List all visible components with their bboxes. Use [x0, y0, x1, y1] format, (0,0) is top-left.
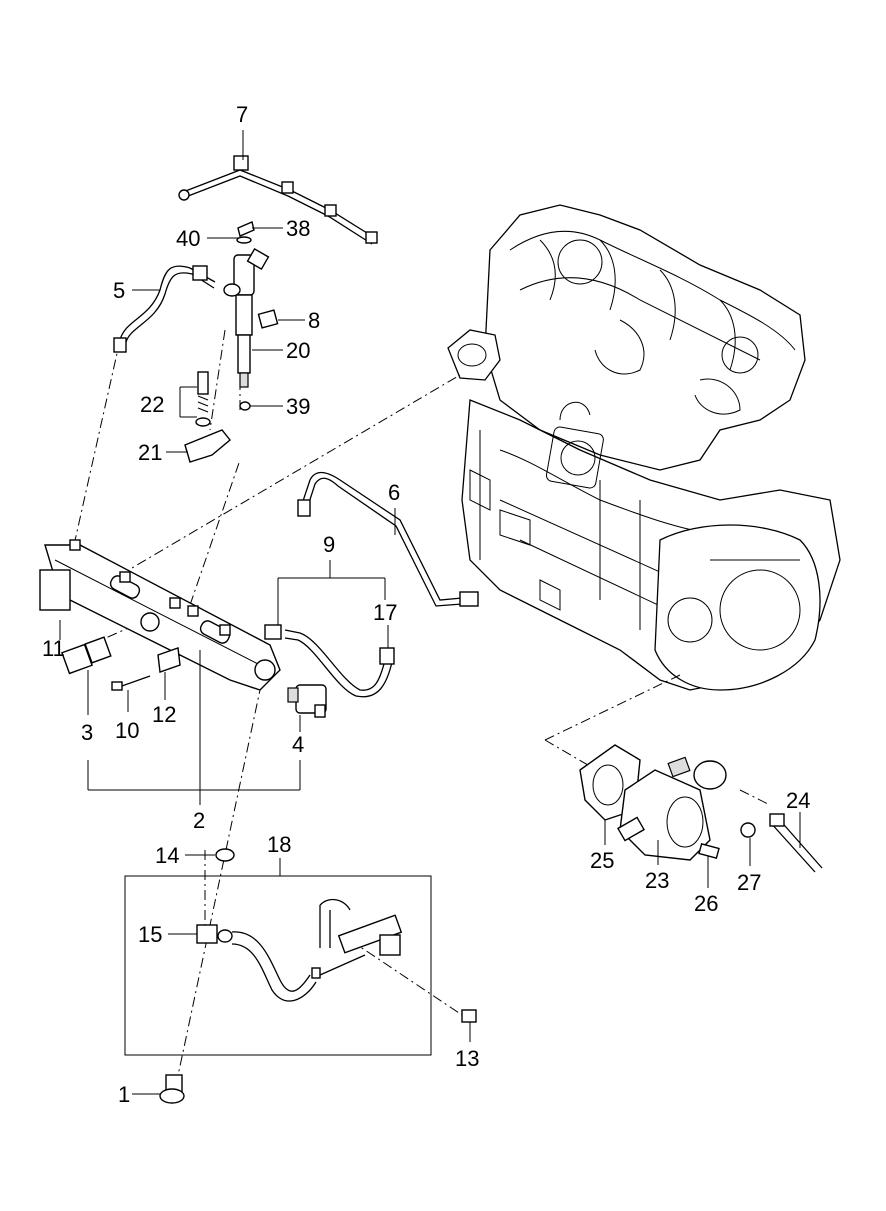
pressure-regulator	[287, 684, 327, 718]
hose-washer	[215, 848, 235, 862]
label-part-39: 39	[286, 394, 310, 419]
fuel-filter-hose-kit-frame	[124, 875, 432, 1056]
label-part-23: 23	[645, 868, 669, 893]
housing-bolt	[698, 842, 720, 860]
label-part-40: 40	[176, 226, 200, 251]
thermostat-housing	[617, 756, 727, 861]
label-part-8: 8	[308, 308, 320, 333]
label-part-24: 24	[786, 788, 810, 813]
label-part-3: 3	[81, 720, 93, 745]
clip-and-washer	[236, 221, 255, 244]
label-part-20: 20	[286, 338, 310, 363]
rail-bolt	[111, 675, 151, 691]
label-part-22: 22	[140, 392, 164, 417]
hose-fitting	[196, 924, 233, 944]
housing-nut	[740, 822, 756, 838]
label-part-7: 7	[236, 102, 248, 127]
label-part-26: 26	[694, 891, 718, 916]
eye-bolt	[159, 1074, 185, 1104]
label-part-1: 1	[118, 1082, 130, 1107]
return-hose	[264, 624, 395, 698]
label-part-2: 2	[193, 808, 205, 833]
injector-o-ring	[239, 401, 251, 411]
label-part-17: 17	[373, 600, 397, 625]
label-part-9: 9	[323, 532, 335, 557]
label-part-15: 15	[138, 922, 162, 947]
part-number-labels: 7 40 38 5 8 20 22 39 21 6 9 17 11 3 10 1…	[42, 102, 810, 1107]
label-part-5: 5	[113, 278, 125, 303]
label-part-27: 27	[737, 870, 761, 895]
injector-pipe	[113, 265, 216, 353]
engine-block	[447, 204, 841, 691]
rail-bracket	[157, 647, 181, 673]
label-part-14: 14	[155, 843, 179, 868]
fuel-injector	[223, 247, 270, 388]
filter-hose	[231, 898, 403, 1002]
label-part-12: 12	[152, 702, 176, 727]
label-part-38: 38	[286, 216, 310, 241]
label-part-21: 21	[138, 440, 162, 465]
label-part-25: 25	[590, 848, 614, 873]
kit-bolt	[461, 1009, 477, 1023]
label-part-6: 6	[388, 480, 400, 505]
clamp-bolt	[195, 371, 211, 427]
rail-pressure-sensor	[61, 636, 112, 675]
label-part-4: 4	[292, 732, 304, 757]
label-part-18: 18	[267, 832, 291, 857]
common-rail	[39, 539, 281, 691]
coolant-sensor	[769, 813, 823, 873]
label-part-10: 10	[115, 718, 139, 743]
injector-clip	[257, 309, 279, 329]
label-part-11: 11	[42, 636, 65, 661]
leader-lines	[59, 130, 801, 1095]
injector-clamp	[184, 429, 231, 463]
fuel-return-manifold	[178, 155, 378, 245]
label-part-13: 13	[455, 1046, 479, 1071]
high-pressure-pipe	[297, 471, 479, 607]
